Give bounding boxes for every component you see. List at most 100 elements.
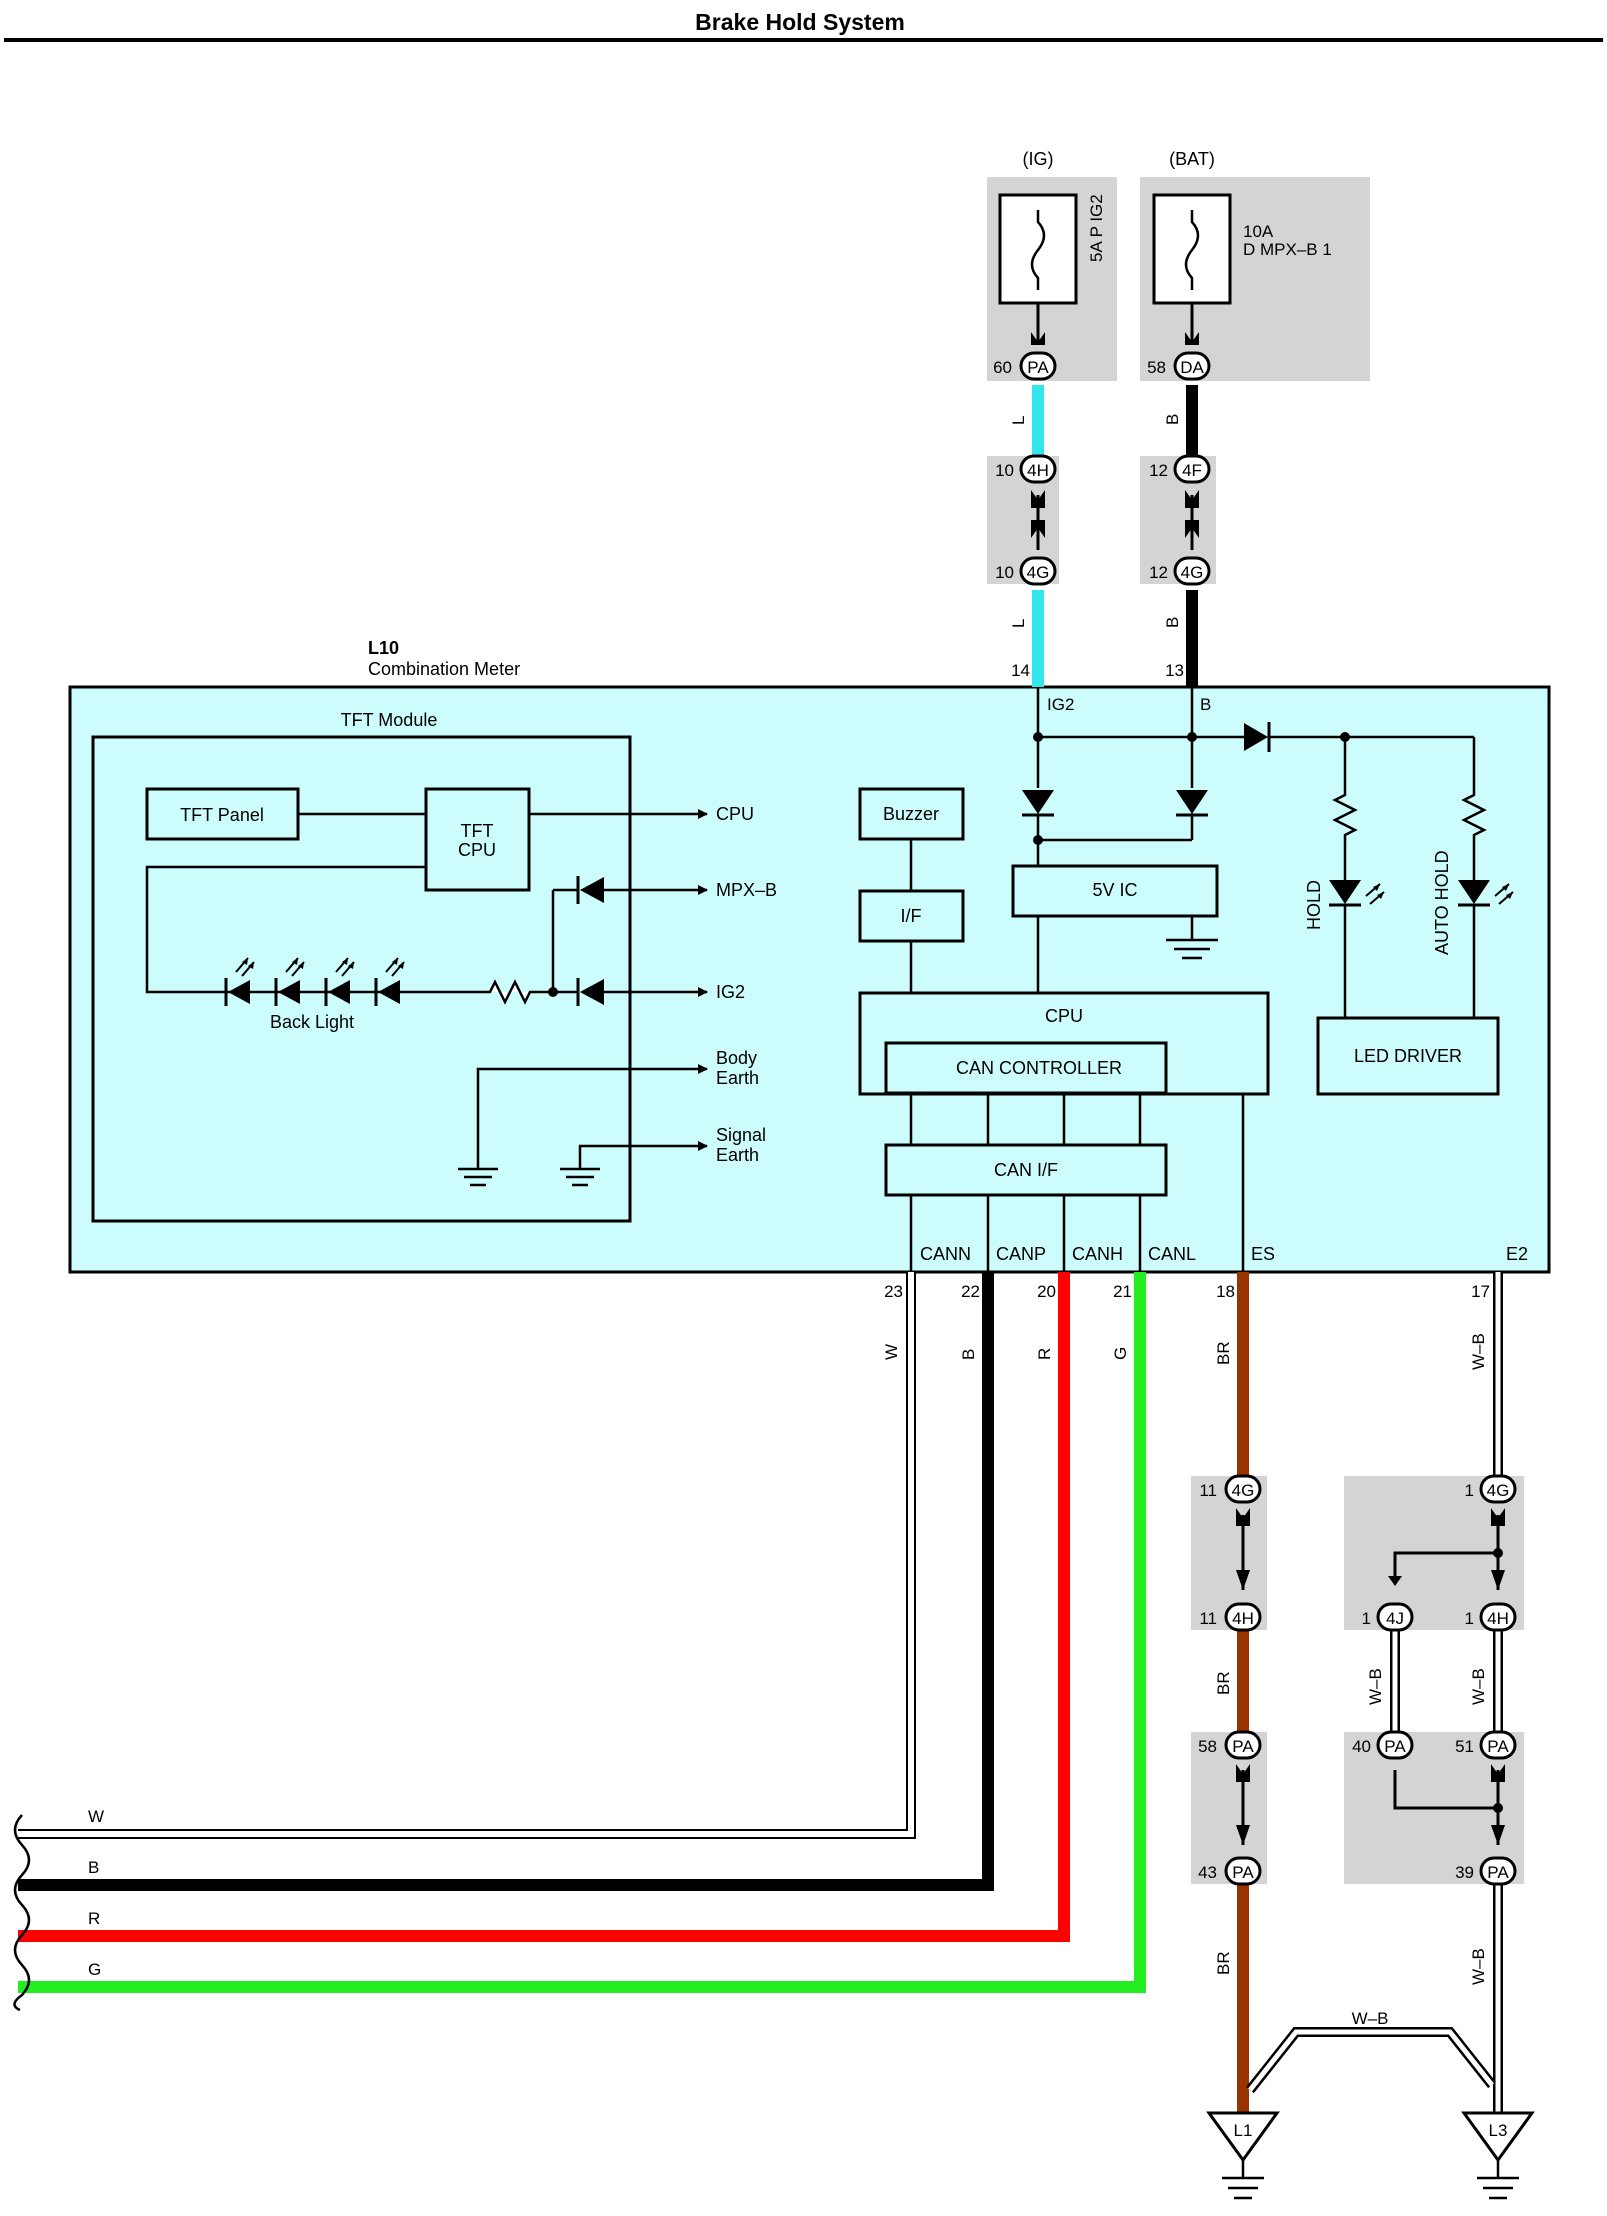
wire-color-w: W: [882, 1344, 901, 1360]
can-bus-g: G: [88, 1960, 101, 1979]
pin-58-br: 58: [1198, 1737, 1217, 1756]
term-canp: CANP: [996, 1244, 1046, 1264]
bottom-pin-20: 20: [1037, 1282, 1056, 1301]
tft-out-cpu: CPU: [716, 804, 754, 824]
wire-g-can: [18, 1272, 1146, 1993]
wire-w: [18, 1272, 916, 1839]
connector-pa-43: 43 PA: [1198, 1856, 1262, 1886]
wire-color-wb-3: W–B: [1469, 1668, 1488, 1705]
connector-da-58: 58 DA: [1147, 332, 1211, 381]
tft-out-mpxb: MPX–B: [716, 880, 777, 900]
connector-4g-11: 11 4G: [1199, 1474, 1262, 1590]
term-cann: CANN: [920, 1244, 971, 1264]
pin-10-bot: 10: [995, 563, 1014, 582]
bottom-pin-23: 23: [884, 1282, 903, 1301]
wire-color-l-top: L: [1009, 416, 1028, 425]
wire-color-wb-4: W–B: [1469, 1948, 1488, 1985]
tft-out-body-b: Earth: [716, 1068, 759, 1088]
term-canh: CANH: [1072, 1244, 1123, 1264]
bottom-pin-22: 22: [961, 1282, 980, 1301]
combination-meter-box: [68, 685, 1551, 1274]
ig-fuse-symbol: [1030, 210, 1046, 290]
ig-source-label: (IG): [1023, 149, 1054, 169]
backlight-label: Back Light: [270, 1012, 354, 1032]
ic5v-label: 5V IC: [1092, 880, 1137, 900]
ground-point-l3: L3: [1461, 2111, 1535, 2200]
can-controller-box: [884, 1041, 1168, 1095]
pin-1-a: 1: [1465, 1481, 1474, 1500]
ground-l1-label: L1: [1234, 2121, 1253, 2140]
term-e2: E2: [1506, 1244, 1528, 1264]
conn-4h-br: 4H: [1232, 1609, 1254, 1628]
page-title: Brake Hold System: [695, 9, 905, 35]
conn-pa-wb-b: PA: [1487, 1737, 1509, 1756]
pin-60: 60: [993, 358, 1012, 377]
autohold-led: [1458, 880, 1514, 907]
bottom-pin-21: 21: [1113, 1282, 1132, 1301]
if-label: I/F: [901, 906, 922, 926]
wire-color-wb-1: W–B: [1469, 1333, 1488, 1370]
connector-4f-12: 12 4F: [1149, 454, 1211, 538]
bottom-pin-18: 18: [1216, 1282, 1235, 1301]
term-b: B: [1200, 695, 1211, 714]
hold-label: HOLD: [1304, 880, 1324, 930]
bat-source-label: (BAT): [1169, 149, 1215, 169]
ic5v-box: [1011, 864, 1219, 918]
pin-11-b: 11: [1199, 1609, 1217, 1628]
connector-pa-60: 60 PA: [993, 332, 1057, 381]
wire-wb: [1246, 1272, 1503, 2113]
can-controller-label: CAN CONTROLLER: [956, 1058, 1122, 1078]
wire-color-b-mid: B: [1163, 617, 1182, 628]
conn-pa-br-b: PA: [1232, 1863, 1254, 1882]
ground-5v: [1166, 938, 1218, 960]
connector-pa-51: 51 PA: [1455, 1730, 1517, 1845]
wire-color-r-can: R: [1035, 1348, 1054, 1360]
can-bus-w: W: [88, 1807, 104, 1826]
tft-out-body-a: Body: [716, 1048, 757, 1068]
connector-pa-39: 39 PA: [1455, 1856, 1517, 1886]
conn-4j: 4J: [1386, 1609, 1404, 1628]
connector-4g-1: 1 4G: [1465, 1474, 1517, 1590]
term-ig2: IG2: [1047, 695, 1074, 714]
conn-4h-wb: 4H: [1487, 1609, 1509, 1628]
conn-pa: PA: [1027, 358, 1049, 377]
conn-4g-bat: 4G: [1181, 563, 1204, 582]
bottom-pin-17: 17: [1471, 1282, 1490, 1301]
connector-4g-12: 12 4G: [1149, 556, 1211, 586]
can-bus-break: [13, 1814, 31, 2012]
autohold-label: AUTO HOLD: [1432, 850, 1452, 955]
hold-led: [1329, 880, 1385, 907]
wire-color-br-3: BR: [1214, 1951, 1233, 1975]
can-if-box: [884, 1143, 1168, 1197]
tft-panel-label: TFT Panel: [180, 805, 264, 825]
meter-pin-13: 13: [1165, 661, 1184, 680]
backlight-leds: [210, 957, 480, 1006]
bat-fuse-name: D MPX–B 1: [1243, 240, 1332, 259]
tft-cpu-label-a: TFT: [461, 821, 494, 841]
meter-id: L10: [368, 638, 399, 658]
meter-name: Combination Meter: [368, 659, 520, 679]
b-diode: [1244, 723, 1268, 751]
can-bus-r: R: [88, 1909, 100, 1928]
wire-color-l-mid: L: [1009, 619, 1028, 628]
pin-11-a: 11: [1199, 1481, 1217, 1500]
connector-4h-11: 11 4H: [1199, 1602, 1262, 1632]
ig-source-box: (IG) 5A P IG2: [987, 149, 1117, 381]
wire-color-wb-2: W–B: [1366, 1668, 1385, 1705]
pin-58: 58: [1147, 358, 1166, 377]
conn-4g-top: 4G: [1027, 563, 1050, 582]
connector-4g-10: 10 4G: [995, 556, 1057, 586]
meter-pin-14: 14: [1011, 661, 1030, 680]
tft-module: TFT Module TFT Panel TFT CPU CPU Back Li…: [91, 710, 777, 1223]
term-canl: CANL: [1148, 1244, 1196, 1264]
pin-12-bot: 12: [1149, 563, 1168, 582]
wire-b-can: [18, 1272, 994, 1891]
bat-source-box: (BAT) 10A D MPX–B 1: [1140, 149, 1370, 381]
can-if-label: CAN I/F: [994, 1160, 1058, 1180]
tft-out-ig2: IG2: [716, 982, 745, 1002]
tft-out-sig-b: Earth: [716, 1145, 759, 1165]
buzzer-label: Buzzer: [883, 804, 939, 824]
can-bus-b: B: [88, 1858, 99, 1877]
wire-color-b-top: B: [1163, 414, 1182, 425]
connector-4h-1: 1 4H: [1465, 1602, 1517, 1632]
